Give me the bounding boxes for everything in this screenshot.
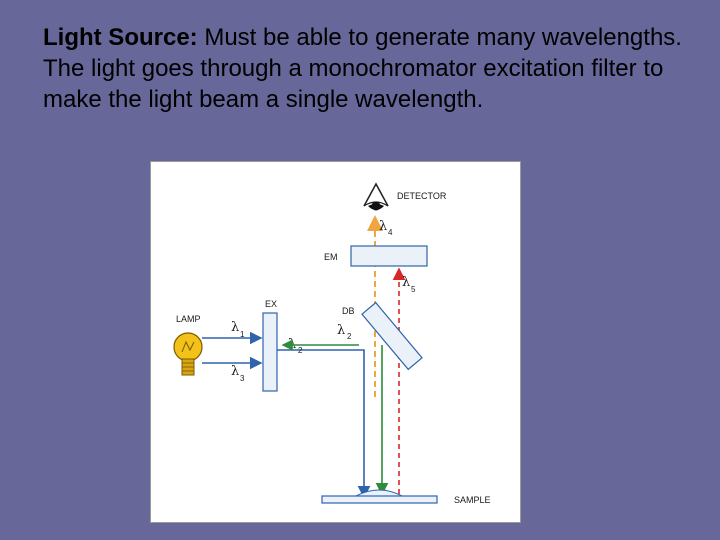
lamp-bulb-icon — [173, 332, 203, 376]
detector-label: DETECTOR — [397, 191, 447, 201]
lambda5-subscript: 5 — [411, 285, 416, 294]
sample-drop — [355, 489, 403, 497]
sample-label: SAMPLE — [454, 495, 491, 505]
db-label: DB — [342, 306, 355, 316]
lambda3-subscript: 3 — [240, 374, 245, 383]
lamp-label: LAMP — [176, 314, 201, 324]
slide-description: Must be able to generate many wavelength… — [43, 24, 682, 113]
em-filter — [350, 245, 428, 267]
lambda5-symbol: λ — [402, 275, 410, 290]
lambda4-subscript: 4 — [388, 228, 393, 237]
lambda2-out-subscript: 2 — [298, 346, 303, 355]
em-label: EM — [324, 252, 338, 262]
dichroic-beamsplitter — [361, 301, 423, 371]
lambda3-symbol: λ — [231, 364, 239, 379]
fluorescence-diagram: DETECTOR λ 4 EM λ 5 DB LAMP EX λ 1 — [150, 161, 521, 523]
slide-body-text: Light Source: Must be able to generate m… — [43, 22, 683, 115]
slide-heading: Light Source: — [43, 24, 198, 51]
ex-label: EX — [265, 299, 277, 309]
ex-filter — [262, 312, 278, 392]
lambda2-return-subscript: 2 — [347, 332, 352, 341]
sample-slide — [321, 495, 438, 504]
diagram-svg: DETECTOR λ 4 EM λ 5 DB LAMP EX λ 1 — [173, 182, 491, 505]
detector-eye-icon — [363, 182, 389, 211]
lambda1-symbol: λ — [231, 320, 239, 335]
lambda4-symbol: λ — [379, 219, 387, 234]
lambda2-return-symbol: λ — [337, 323, 345, 338]
excitation-beam-path — [277, 349, 371, 499]
lambda1-subscript: 1 — [240, 330, 245, 339]
